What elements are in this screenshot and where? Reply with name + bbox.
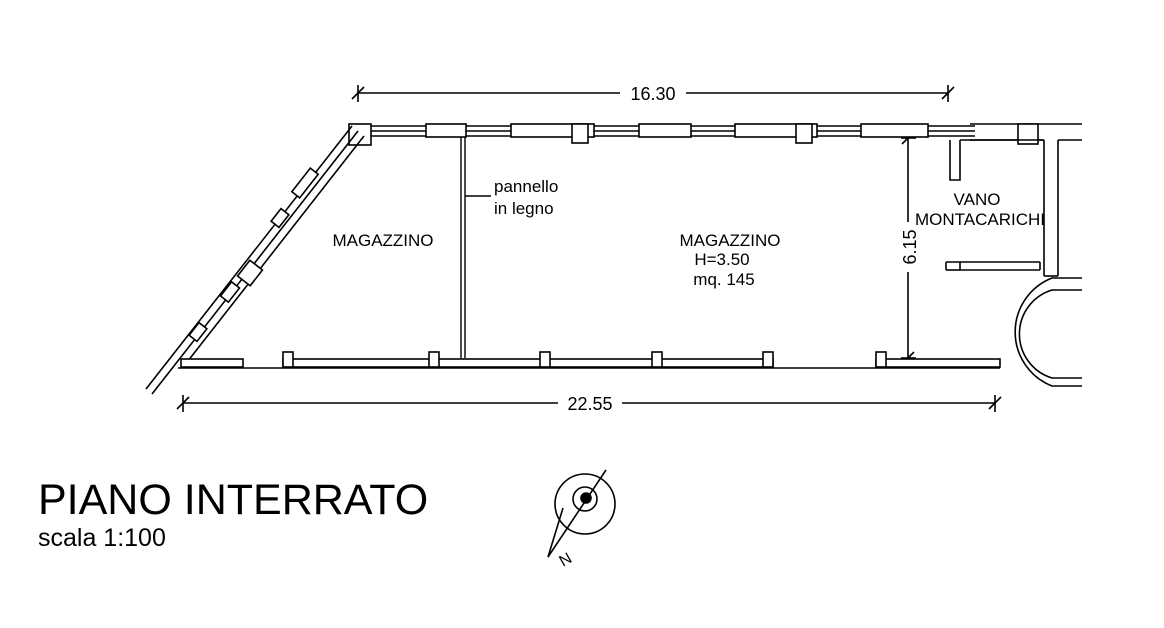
bottom-wall xyxy=(178,351,1001,369)
dimension-right xyxy=(901,131,916,365)
dimension-top-label: 16.30 xyxy=(630,84,675,104)
partition-label-line2: in legno xyxy=(494,199,554,218)
north-arrow-icon xyxy=(547,469,616,558)
room-main-height: H=3.50 xyxy=(694,250,749,269)
north-label: N xyxy=(557,550,576,571)
plan-scale: scala 1:100 xyxy=(38,524,166,552)
room-main-name: MAGAZZINO xyxy=(679,231,780,250)
lift-label-line1: VANO xyxy=(954,190,1001,209)
lift-label-line2: MONTACARICHI xyxy=(915,210,1045,229)
partition-label-line1: pannello xyxy=(494,177,558,196)
top-wall xyxy=(348,123,975,146)
dimension-bottom xyxy=(176,395,1002,412)
room-main-area: mq. 145 xyxy=(693,270,754,289)
wood-partition xyxy=(460,137,491,358)
plan-title: PIANO INTERRATO xyxy=(38,476,428,524)
dimension-right-label: 6.15 xyxy=(900,229,920,264)
lift-shaft-walls xyxy=(945,123,1082,387)
room-left-name: MAGAZZINO xyxy=(332,231,433,250)
diagonal-wall xyxy=(145,125,365,395)
dimension-bottom-label: 22.55 xyxy=(567,394,612,414)
dimension-top xyxy=(351,85,955,102)
